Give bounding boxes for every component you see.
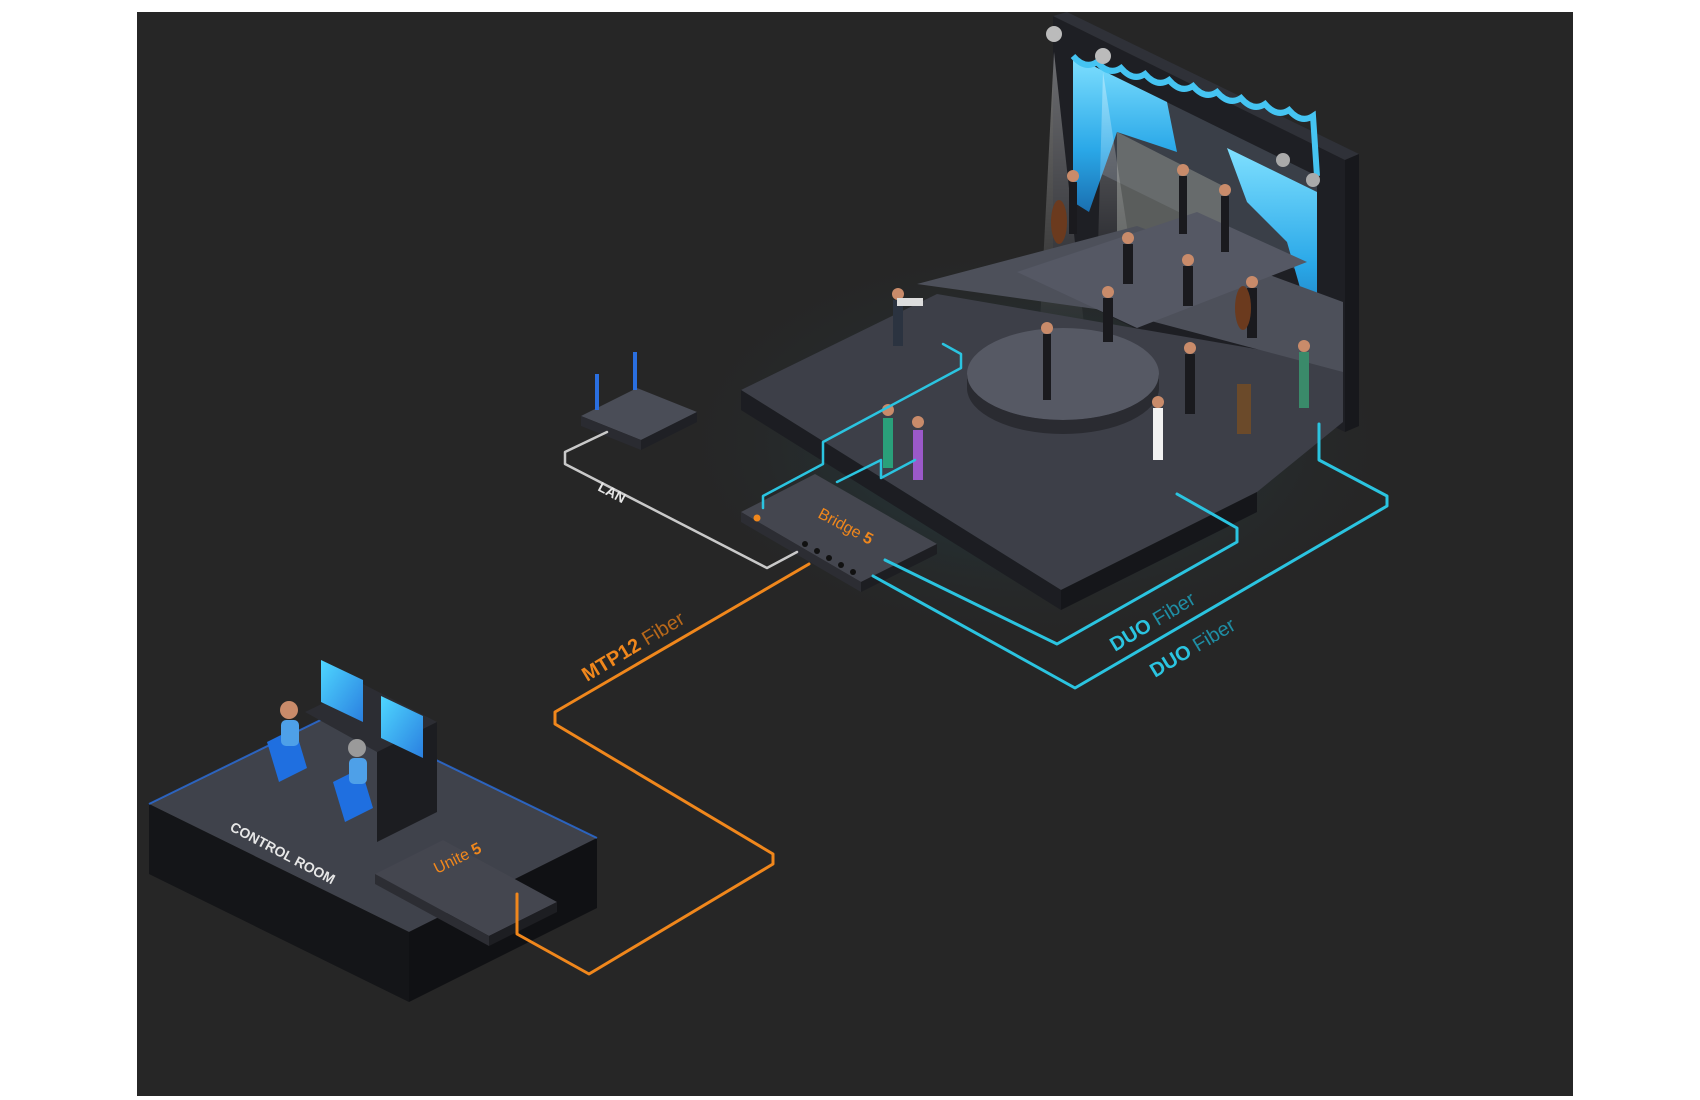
spotlight-icon xyxy=(1276,153,1290,167)
lan-label: LAN xyxy=(596,479,629,507)
operator-head xyxy=(280,701,298,719)
mtp12-rest: Fiber xyxy=(634,608,689,653)
diagram-canvas: LAN Bridge 5 Unite 5 CONTROL ROOM MTP12 … xyxy=(137,12,1573,1096)
spotlight-icon xyxy=(1306,173,1320,187)
camera-cable-2 xyxy=(835,458,917,484)
monitor-screen xyxy=(381,696,423,758)
operator-head xyxy=(348,739,366,757)
router xyxy=(581,352,697,450)
duo-fiber-cable-1 xyxy=(883,492,1239,646)
camera-cable-1 xyxy=(761,342,963,510)
mtp12-fiber-label: MTP12 Fiber xyxy=(578,608,689,687)
control-room-platform xyxy=(148,710,598,1002)
camera-operators xyxy=(882,288,1310,480)
monitor-screen xyxy=(321,660,363,722)
performers xyxy=(1041,164,1258,434)
mtp12-fiber-cable xyxy=(515,562,811,976)
control-desk xyxy=(267,660,437,842)
lan-cable xyxy=(563,430,799,570)
diagram-scene: LAN Bridge 5 Unite 5 CONTROL ROOM MTP12 … xyxy=(148,12,1417,1002)
cables xyxy=(515,342,1389,976)
duo-fiber-cable-2 xyxy=(871,422,1389,690)
spotlight-icon xyxy=(1046,26,1062,42)
unite-device xyxy=(375,840,557,946)
spotlight-icon xyxy=(1095,48,1111,64)
